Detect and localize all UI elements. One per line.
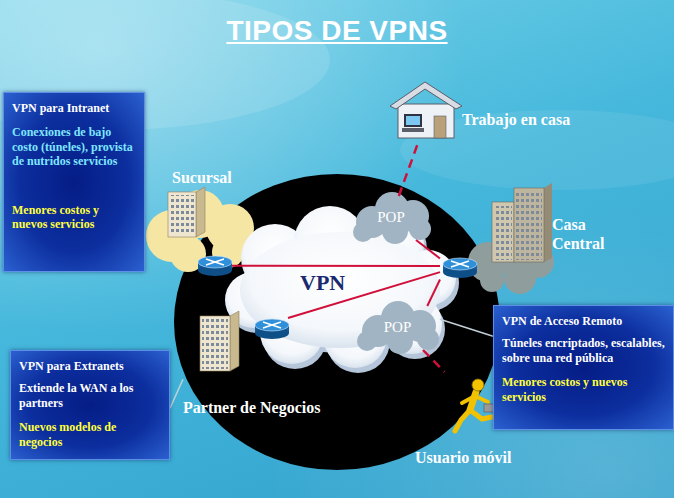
page-title: TIPOS DE VPNS <box>0 15 674 47</box>
pop-cloud <box>353 192 431 244</box>
branch-building <box>168 187 205 237</box>
site-node: Trabajo en casa <box>385 78 585 143</box>
connector-line <box>288 272 440 318</box>
connector-line <box>232 265 440 267</box>
connector-line <box>399 143 418 196</box>
site-node: Usuario móvil <box>410 372 525 472</box>
callout-box: VPN de Acceso RemotoTúneles encriptados,… <box>493 305 674 430</box>
mobile-user-figure <box>455 379 495 431</box>
box-heading: VPN para Extranets <box>19 359 161 373</box>
router-icons <box>198 256 477 339</box>
box-heading: VPN de Acceso Remoto <box>502 314 665 328</box>
site-label: Usuario móvil <box>415 448 511 467</box>
box-heading: VPN para Intranet <box>12 101 136 115</box>
home-office-house <box>390 82 462 138</box>
box-body: Conexiones de bajo costo (túneles), prov… <box>12 125 136 168</box>
connector-line <box>416 240 440 259</box>
box-highlight: Menores costos y nuevos servicios <box>502 375 665 404</box>
connector-line <box>423 350 445 372</box>
headquarters-buildings <box>492 183 552 262</box>
box-body: Extiende la WAN a los partners <box>19 381 161 410</box>
site-node: Sucursal <box>148 168 232 272</box>
leader-line <box>440 319 493 336</box>
partner-building <box>200 311 239 371</box>
pop-cloud-node: POP <box>355 306 440 350</box>
vpn-cloud <box>225 206 459 373</box>
site-label: Casa Central <box>552 215 620 253</box>
site-label: Partner de Negocios <box>183 398 320 417</box>
callout-box: VPN para IntranetConexiones de bajo cost… <box>3 92 145 272</box>
site-node: VPN <box>225 215 455 365</box>
cloud-label: VPN <box>300 272 345 294</box>
site-node: Partner de Negocios <box>183 318 343 420</box>
box-body: Túneles encriptados, escalables, sobre u… <box>502 336 665 365</box>
pop-label: POP <box>352 208 430 226</box>
pop-cloud-node: POP <box>352 196 430 240</box>
site-node: Casa Central <box>440 185 620 290</box>
site-label: Trabajo en casa <box>462 110 570 129</box>
callout-box: VPN para ExtranetsExtiende la WAN a los … <box>10 350 170 460</box>
box-highlight: Menores costos y nuevos servicios <box>12 203 136 232</box>
site-label: Sucursal <box>172 168 232 187</box>
pop-label: POP <box>355 318 440 336</box>
box-highlight: Nuevos modelos de negocios <box>19 420 161 449</box>
connector-line <box>427 280 440 307</box>
network-core <box>174 174 500 470</box>
leader-line <box>170 379 183 408</box>
